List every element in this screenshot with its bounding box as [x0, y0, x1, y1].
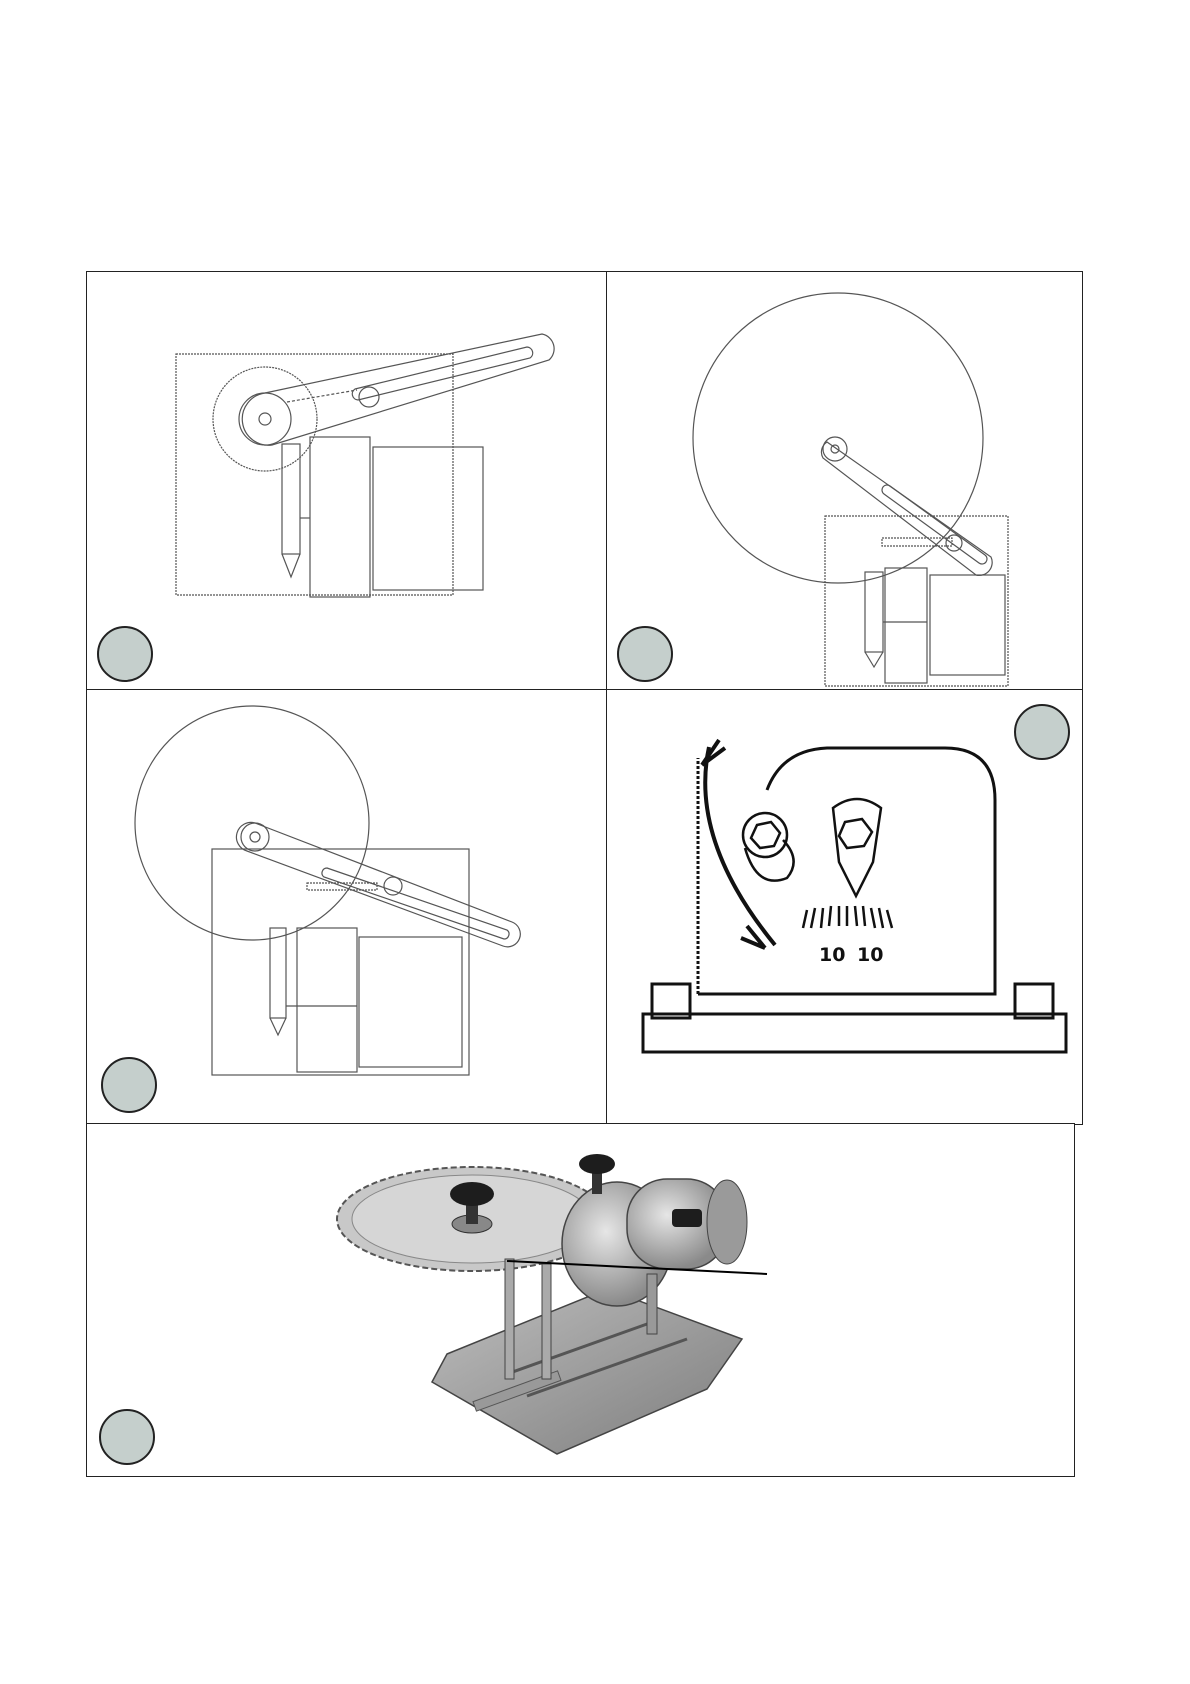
arm-assembly-diagram-1	[87, 272, 609, 692]
figure-panel-3	[86, 689, 608, 1125]
step-badge-3	[101, 1057, 157, 1113]
figure-panel-5	[86, 1123, 1075, 1477]
step-badge-4	[1014, 704, 1070, 760]
step-badge-5	[99, 1409, 155, 1465]
step-badge-2	[617, 626, 673, 682]
angle-adjustment-diagram: 10 10	[607, 690, 1084, 1126]
scale-label-right: 10	[857, 944, 883, 966]
figure-panel-2	[606, 271, 1083, 691]
figure-panel-4: 10 10	[606, 689, 1083, 1125]
scale-label-left: 10	[819, 944, 845, 966]
sharpener-photo	[87, 1124, 1076, 1478]
arm-assembly-diagram-3	[87, 690, 609, 1126]
figure-panel-1	[86, 271, 608, 691]
step-badge-1	[97, 626, 153, 682]
arm-assembly-diagram-2	[607, 272, 1084, 692]
